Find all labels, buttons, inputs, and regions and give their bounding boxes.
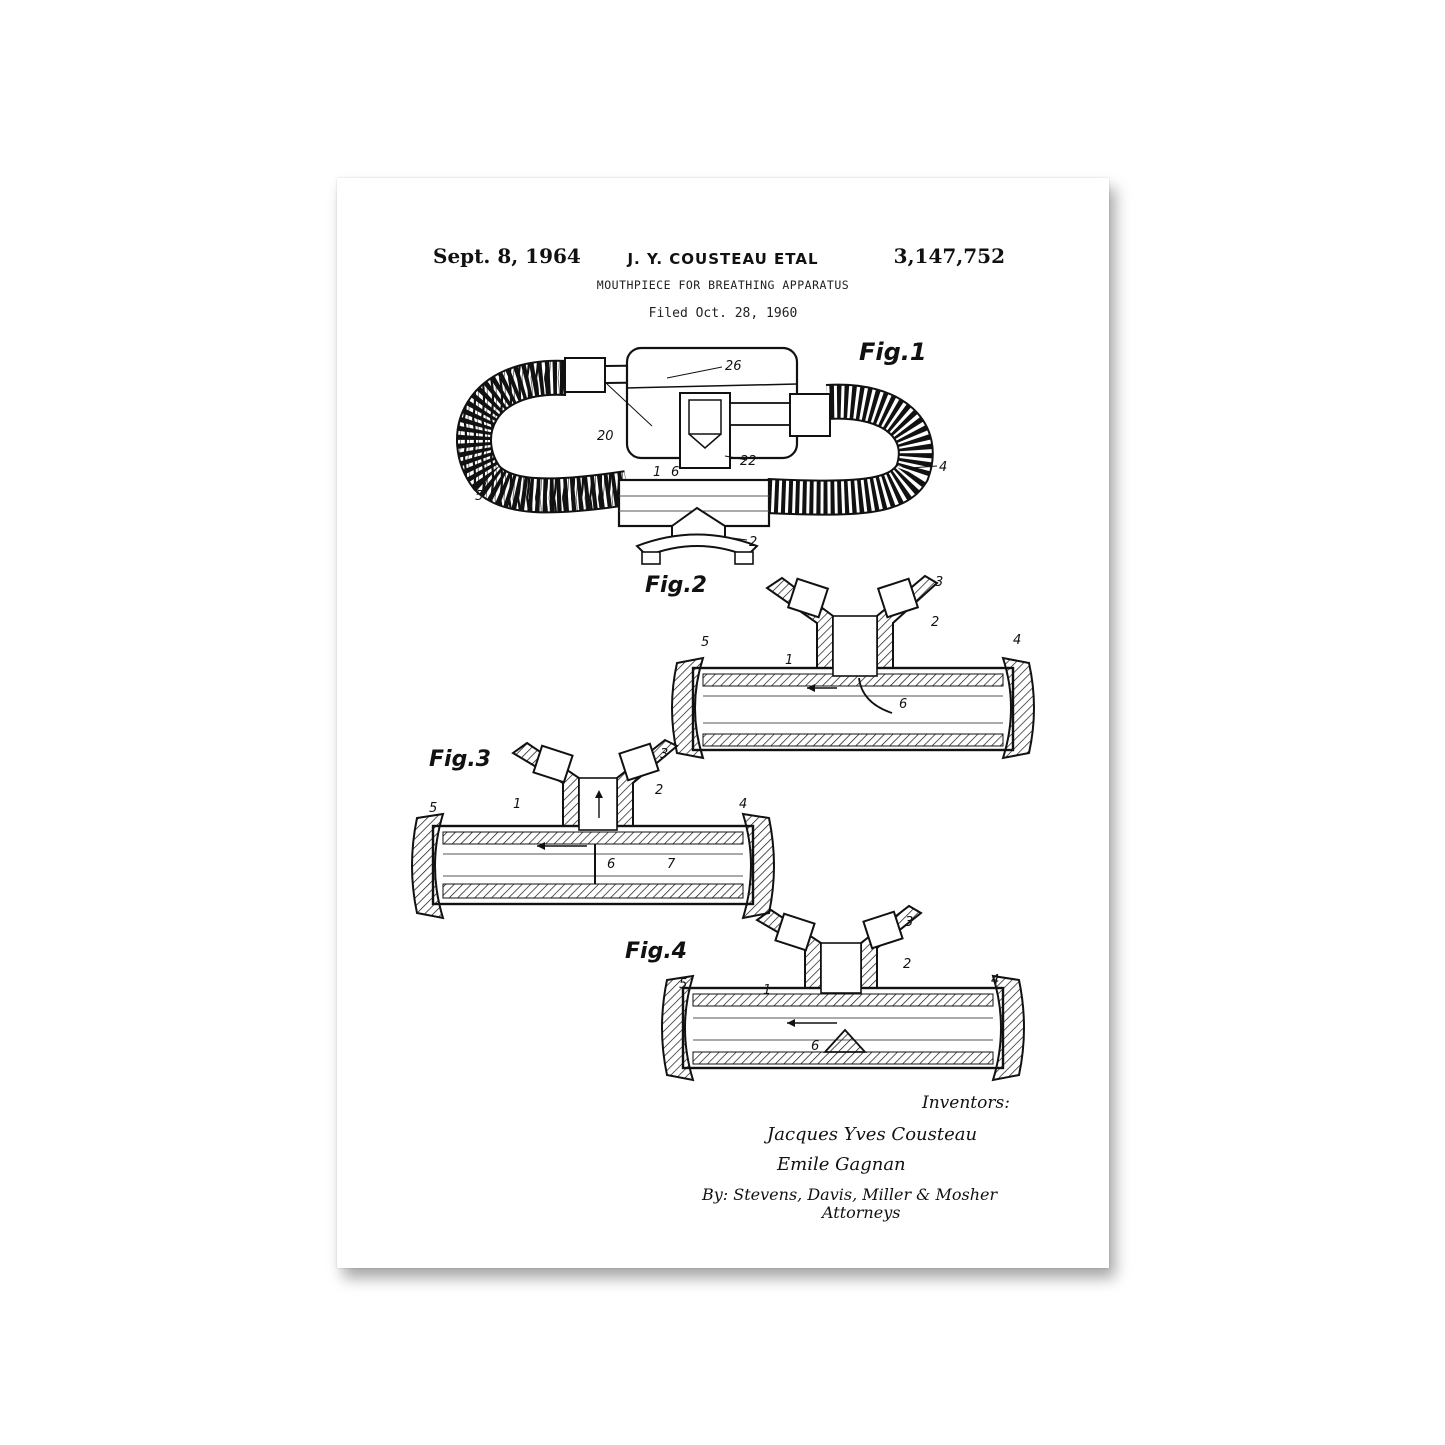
inventors-label: Inventors:: [921, 1093, 1010, 1113]
fig1-ref-20: 20: [597, 429, 614, 444]
filed-date: Filed Oct. 28, 1960: [648, 306, 798, 321]
fig2-ref-2: 2: [931, 615, 939, 630]
patent-title: MOUTHPIECE FOR BREATHING APPARATUS: [596, 278, 850, 292]
fig3-ref-5: 5: [429, 801, 437, 816]
fig2-ref-6: 6: [899, 697, 907, 712]
patent-inventor: J. Y. COUSTEAU ETAL: [627, 250, 819, 268]
patent-date: Sept. 8, 1964: [433, 244, 581, 268]
patent-drawing: Fig.1 Fig.2 Fig.3 Fig.4 26 20 22 1 6 4 5…: [411, 338, 1035, 1222]
inventor-signature-1: Jacques Yves Cousteau: [763, 1124, 977, 1145]
figure-3-drawing: [411, 738, 775, 920]
fig2-ref-3: 3: [935, 575, 943, 590]
patent-number: 3,147,752: [893, 244, 1005, 268]
fig1-ref-2: 2: [749, 535, 757, 550]
figure-2-label: Fig.2: [645, 573, 707, 598]
fig3-ref-2: 2: [655, 783, 663, 798]
figure-1-label: Fig.1: [859, 338, 927, 366]
fig1-ref-26: 26: [725, 359, 742, 374]
patent-sheet: Sept. 8, 1964 J. Y. COUSTEAU ETAL 3,147,…: [337, 178, 1109, 1268]
attorneys-signature: By: Stevens, Davis, Miller & Mosher: [701, 1185, 999, 1204]
fig4-ref-2: 2: [903, 957, 911, 972]
fig2-ref-4: 4: [1013, 633, 1021, 648]
figure-4-label: Fig.4: [625, 939, 687, 964]
figure-1-drawing: [456, 346, 938, 565]
fig3-ref-1: 1: [513, 797, 521, 812]
fig4-ref-4: 4: [991, 973, 999, 988]
figure-2-drawing: [671, 574, 1035, 760]
fig4-ref-6: 6: [811, 1039, 819, 1054]
fig3-ref-4: 4: [739, 797, 747, 812]
fig2-ref-5: 5: [701, 635, 709, 650]
fig1-ref-5: 5: [475, 489, 483, 504]
fig1-ref-1: 1: [653, 465, 661, 480]
fig4-ref-3: 3: [905, 915, 913, 930]
inventor-signature-2: Emile Gagnan: [776, 1154, 906, 1175]
fig3-ref-6: 6: [607, 857, 615, 872]
fig4-ref-5: 5: [679, 977, 687, 992]
fig1-ref-6: 6: [671, 465, 679, 480]
fig1-ref-22: 22: [740, 454, 757, 469]
fig1-ref-4: 4: [939, 460, 947, 475]
fig3-ref-7: 7: [667, 857, 676, 872]
figure-4-drawing: [661, 904, 1025, 1082]
figure-3-label: Fig.3: [429, 747, 491, 772]
fig2-ref-1: 1: [785, 653, 793, 668]
fig4-ref-1: 1: [763, 983, 771, 998]
attorneys-label: Attorneys: [820, 1203, 900, 1222]
fig3-ref-3: 3: [660, 747, 668, 762]
